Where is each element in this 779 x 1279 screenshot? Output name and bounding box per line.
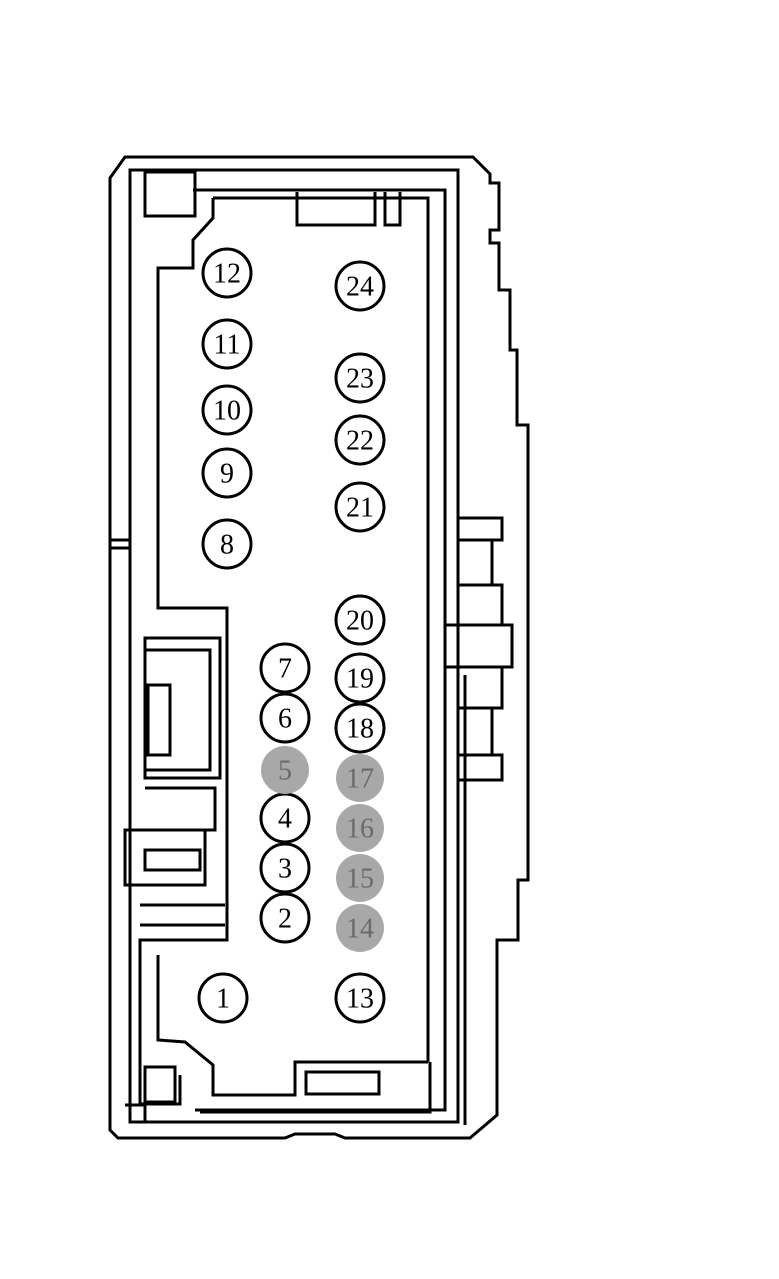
pin-1: 1 [197,972,249,1024]
top-latch [295,192,402,227]
pin-label: 9 [220,459,234,490]
pin-label: 6 [278,704,292,735]
pin-circle [259,892,311,944]
pin-label: 21 [346,493,374,524]
pin-label: 18 [346,714,374,745]
pin-2: 2 [259,892,311,944]
pin-circle [334,414,386,466]
pin-label: 14 [346,914,374,945]
pin-label: 2 [278,904,292,935]
pin-circle [197,972,249,1024]
pin-circle [334,702,386,754]
left-latch-base [123,786,217,887]
pin-label: 5 [278,756,292,787]
pin-circle [201,447,253,499]
pin-label: 22 [346,426,374,457]
pin-4: 4 [259,792,311,844]
pin-label: 11 [214,330,241,361]
pin-circle [334,481,386,533]
pin-circle [334,352,386,404]
pin-5: 5 [261,746,309,794]
pin-circle [259,842,311,894]
pin-23: 23 [334,352,386,404]
bottom-rim [125,1103,147,1122]
pin-label: 20 [346,606,374,637]
pin-label: 3 [278,854,292,885]
pin-label: 10 [213,396,241,427]
pin-3: 3 [259,842,311,894]
pin-label: 4 [278,804,292,835]
pin-20: 20 [334,594,386,646]
pin-8: 8 [201,518,253,570]
pin-16: 16 [336,804,384,852]
cavity-left-wall [138,198,229,1106]
right-latch-inner [443,538,502,757]
pin-18: 18 [334,702,386,754]
pin-11: 11 [201,318,253,370]
pin-17: 17 [336,754,384,802]
pin-10: 10 [201,384,253,436]
pin-circle [259,692,311,744]
pin-label: 13 [346,984,374,1015]
pin-label: 24 [346,272,374,303]
pin-circle [259,642,311,694]
pin-label: 1 [216,984,230,1015]
pin-label: 7 [278,654,292,685]
pin-24: 24 [334,260,386,312]
pin-14: 14 [336,904,384,952]
pin-label: 19 [346,664,374,695]
corner-block-bottom [143,1065,177,1104]
pin-label: 17 [346,764,374,795]
pin-circle [201,318,253,370]
pin-13: 13 [334,972,386,1024]
cavity-bottom-rail [200,1062,432,1114]
cavity-bottom-step [156,955,428,1097]
left-latch-lower [140,903,225,927]
outer-rim [128,168,460,1124]
corner-block-top [143,170,197,218]
outer-shell [108,155,530,1140]
pin-6: 6 [259,692,311,744]
pin-22: 22 [334,414,386,466]
pin-circle [201,384,253,436]
right-latch [458,516,514,782]
connector-housing [108,155,530,1140]
left-latch-window [146,683,172,757]
left-latch [143,636,222,780]
bottom-latch [304,1070,381,1096]
pin-circle [261,746,309,794]
cavity-wall [213,196,430,1062]
pin-circle [336,804,384,852]
pin-label: 12 [213,259,241,290]
pin-21: 21 [334,481,386,533]
pin-label: 16 [346,814,374,845]
pin-circle [336,854,384,902]
pin-label: 15 [346,864,374,895]
pin-circle [336,904,384,952]
pin-circle [336,754,384,802]
pin-9: 9 [201,447,253,499]
pin-label: 23 [346,364,374,395]
pin-15: 15 [336,854,384,902]
pin-circle [201,518,253,570]
pin-circle [334,594,386,646]
left-rail [110,538,130,550]
left-latch-slot [143,848,202,872]
pin-19: 19 [334,652,386,704]
pin-circle [334,260,386,312]
pin-circle [201,247,253,299]
pin-circle [334,972,386,1024]
pin-7: 7 [259,642,311,694]
pin-label: 8 [220,530,234,561]
pin-circle [334,652,386,704]
pin-12: 12 [201,247,253,299]
